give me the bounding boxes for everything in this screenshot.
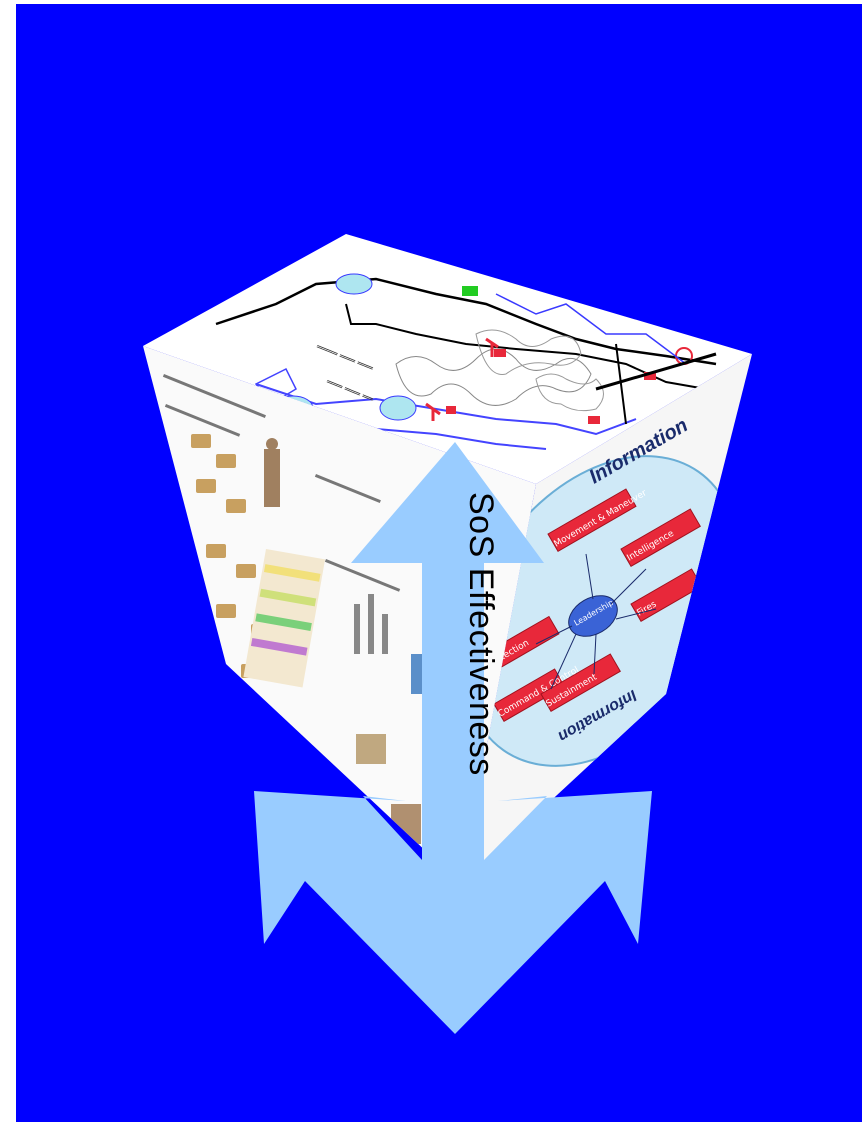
arrow-shape <box>254 442 652 1034</box>
disk-center-oval <box>568 595 618 637</box>
sos-effectiveness-label: SoS Effectiveness <box>462 492 500 776</box>
diagram-svg: ════ ═══ ═══ ═══ ═══ ══ ═══ ═══ ═══ ══ <box>16 4 862 1122</box>
diagram-canvas: ════ ═══ ═══ ═══ ═══ ══ ═══ ═══ ═══ ══ <box>16 4 862 1122</box>
documents-illustration <box>162 373 429 844</box>
three-way-arrow-icon <box>254 442 652 1034</box>
